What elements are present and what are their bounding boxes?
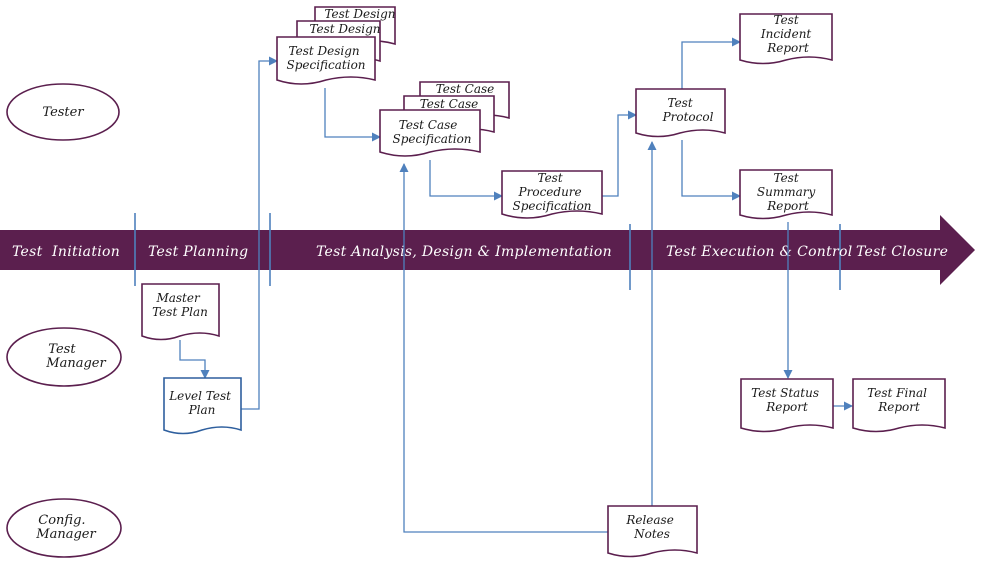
doc-label: Test Design <box>289 44 360 58</box>
svg-text:Master Test Plan: Master Test Plan <box>152 291 208 319</box>
svg-text:Test Status Report: Test Status Report <box>751 386 823 414</box>
doc-label: Test Case <box>399 118 458 132</box>
doc-label: Specification <box>286 58 365 72</box>
svg-text:Test Case Specification: Test Case Specification <box>392 118 471 146</box>
doc-label: Specification <box>512 199 591 213</box>
doc-test-design-specification: Test Design Specification <box>276 36 376 85</box>
doc-test-case-specification: Test Case Specification <box>379 109 481 157</box>
svg-text:Test Procedure Spe: Test Procedure Specification <box>512 171 591 213</box>
doc-label: Test <box>774 13 799 27</box>
doc-label: Test <box>538 171 563 185</box>
doc-label: Test Plan <box>152 305 208 319</box>
doc-label: Test Status <box>751 386 819 400</box>
doc-label: Report <box>766 41 809 55</box>
doc-label: Release <box>625 513 674 527</box>
svg-text:Test Summary Repor: Test Summary Report <box>757 171 819 213</box>
phase-label-analysis-design-implementation: Test Analysis, Design & Implementation <box>316 244 612 260</box>
svg-text:Test Design Specificatio: Test Design Specification <box>286 44 365 72</box>
doc-label: Test Case <box>420 97 479 111</box>
connector-level-plan-to-design-spec <box>241 56 278 410</box>
role-tester: Tester <box>6 83 120 141</box>
svg-text:Level Test Plan: Level Test Plan <box>168 389 235 417</box>
role-test-manager: Test Manager <box>6 327 122 387</box>
doc-label: Level Test <box>168 389 231 403</box>
doc-test-final-report: Test Final Report <box>852 378 946 433</box>
svg-text:Test Protocol: Test Protocol <box>662 96 714 124</box>
doc-label: Summary <box>757 185 816 199</box>
doc-test-incident-report: Test Incident Report <box>739 13 833 65</box>
role-tester-label: Tester <box>42 105 84 120</box>
svg-text:Test Case: Test Case <box>436 82 495 96</box>
doc-label: Test <box>668 96 693 110</box>
doc-level-test-plan: Level Test Plan <box>163 377 242 435</box>
doc-label: Test Design <box>309 22 380 36</box>
doc-label: Report <box>877 400 920 414</box>
role-config-manager-label: Config. <box>38 513 85 528</box>
doc-label: Test Case <box>436 82 495 96</box>
doc-label: Procedure <box>518 185 582 199</box>
svg-text:Tester: Tester <box>42 105 84 120</box>
svg-text:Config. Manager: Config. Manager <box>35 513 96 542</box>
svg-text:Test Incident Repo: Test Incident Report <box>760 13 815 55</box>
role-test-manager-label: Manager <box>45 356 106 371</box>
doc-test-summary-report: Test Summary Report <box>739 169 833 220</box>
doc-label: Test <box>774 171 799 185</box>
phase-timeline-arrow <box>0 215 975 285</box>
doc-label: Test Design <box>324 7 395 21</box>
role-config-manager: Config. Manager <box>6 498 122 558</box>
doc-label: Plan <box>188 403 216 417</box>
svg-text:Release Notes: Release Notes <box>625 513 677 541</box>
phase-label-execution-control: Test Execution & Control <box>666 244 853 260</box>
doc-label: Notes <box>633 527 670 541</box>
connector-release-notes-to-case-spec <box>399 163 608 533</box>
role-config-manager-label: Manager <box>35 527 96 542</box>
connector-procedure-spec-to-protocol <box>602 110 637 197</box>
svg-text:Test Design: Test Design <box>324 7 395 21</box>
connector-protocol-to-summary-report <box>681 140 741 201</box>
role-test-manager-label: Test <box>48 342 76 357</box>
doc-master-test-plan: Master Test Plan <box>141 283 220 341</box>
svg-text:Test Design: Test Design <box>309 22 380 36</box>
doc-label: Report <box>765 400 808 414</box>
connector-master-to-level-plan <box>179 340 210 379</box>
doc-release-notes: Release Notes <box>607 505 698 558</box>
phase-label-test-closure: Test Closure <box>856 244 948 260</box>
doc-label: Master <box>155 291 201 305</box>
doc-test-protocol: Test Protocol <box>635 88 726 138</box>
doc-label: Report <box>766 199 809 213</box>
phase-label-test-initiation: Test Initiation <box>12 244 120 260</box>
phase-label-test-planning: Test Planning <box>148 244 248 260</box>
doc-label: Incident <box>760 27 812 41</box>
doc-test-status-report: Test Status Report <box>740 378 834 433</box>
doc-label: Test Final <box>867 386 927 400</box>
doc-label: Protocol <box>662 110 714 124</box>
connector-case-spec-to-procedure-spec <box>429 160 503 201</box>
doc-label: Specification <box>392 132 471 146</box>
svg-text:Test Manager: Test Manager <box>45 342 106 371</box>
svg-text:Test Case: Test Case <box>420 97 479 111</box>
doc-test-procedure-specification: Test Procedure Specification <box>501 170 603 219</box>
svg-text:Test Final Report: Test Final Report <box>867 386 931 414</box>
connector-design-spec-to-case-spec <box>324 88 381 142</box>
connector-protocol-to-incident-report <box>681 37 741 89</box>
